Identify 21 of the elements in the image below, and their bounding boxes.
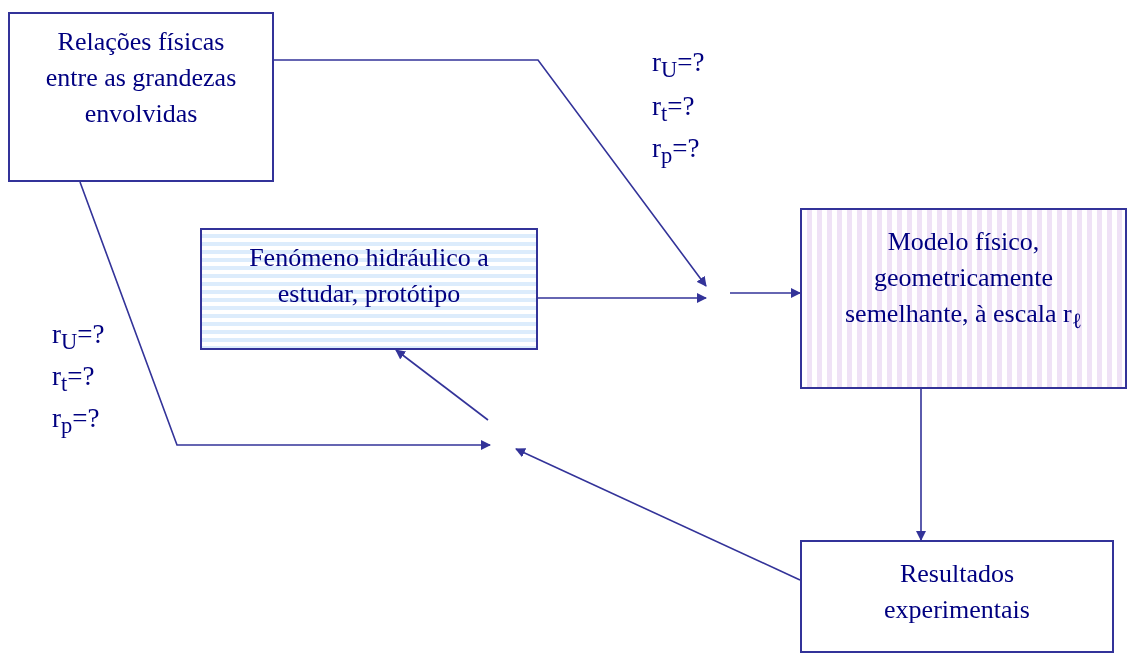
arrow — [729, 288, 801, 298]
process-box — [200, 228, 538, 350]
box-text: Relações físicas entre as grandezas envolvidas — [44, 26, 238, 130]
process-box — [8, 12, 274, 182]
ratio-label: r$_{U}$=? — [652, 46, 705, 85]
process-box — [800, 208, 1127, 389]
box-text: Fenómeno hidráulico a estudar, protótipo — [248, 242, 490, 310]
process-box — [800, 540, 1114, 653]
ratio-label: r$_{t}$=? — [52, 360, 95, 399]
arrow — [79, 181, 491, 450]
arrow — [273, 59, 707, 287]
ratio-label: r$_{U}$=? — [52, 318, 105, 357]
box-text: Resultados experimentais — [883, 558, 1031, 626]
arrow — [515, 448, 801, 581]
ratio-label: r$_{t}$=? — [652, 90, 695, 129]
arrow — [916, 388, 926, 541]
box-text: Modelo físico, geometricamente semelhante, à escala r$_{ℓ}$ — [844, 226, 1083, 336]
arrow — [395, 349, 489, 421]
ratio-label: r$_{p}$=? — [652, 132, 700, 171]
arrow — [537, 293, 707, 303]
ratio-label: r$_{p}$=? — [52, 402, 100, 441]
